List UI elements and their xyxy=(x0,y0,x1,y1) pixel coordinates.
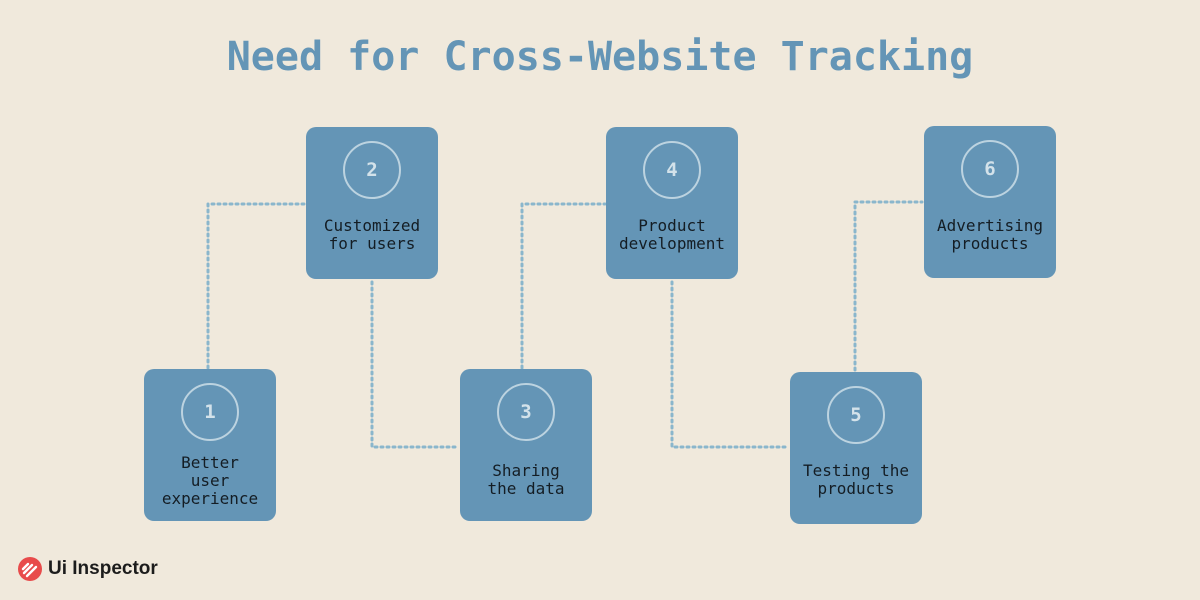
connector-1-2 xyxy=(206,202,307,370)
step-5-number: 5 xyxy=(827,386,885,444)
step-4-box: 4 Product development xyxy=(606,127,738,279)
step-5-label: Testing the products xyxy=(803,461,909,498)
connector-4-5 xyxy=(670,280,790,449)
step-1-number: 1 xyxy=(181,383,239,441)
step-2-box: 2 Customized for users xyxy=(306,127,438,279)
brand-logo: Ui Inspector xyxy=(18,556,158,582)
step-4-number: 4 xyxy=(643,141,701,199)
connector-2-3 xyxy=(370,280,460,449)
step-2-number: 2 xyxy=(343,141,401,199)
step-4-label: Product development xyxy=(619,216,725,253)
step-2-label: Customized for users xyxy=(323,216,421,253)
step-3-box: 3 Sharing the data xyxy=(460,369,592,521)
step-6-label: Advertising products xyxy=(937,216,1043,253)
page-title: Need for Cross-Website Tracking xyxy=(226,34,974,80)
step-3-label: Sharing the data xyxy=(487,461,565,498)
step-1-box: 1 Better user experience xyxy=(144,369,276,521)
step-6-number: 6 xyxy=(961,140,1019,198)
step-6-box: 6 Advertising products xyxy=(924,126,1056,278)
brand-name: Ui Inspector xyxy=(48,558,158,579)
ui-inspector-logo-icon xyxy=(18,557,42,581)
step-1-label: Better user experience xyxy=(161,453,259,508)
step-5-box: 5 Testing the products xyxy=(790,372,922,524)
connector-5-6 xyxy=(853,200,924,372)
connector-3-4 xyxy=(520,202,607,370)
step-3-number: 3 xyxy=(497,383,555,441)
